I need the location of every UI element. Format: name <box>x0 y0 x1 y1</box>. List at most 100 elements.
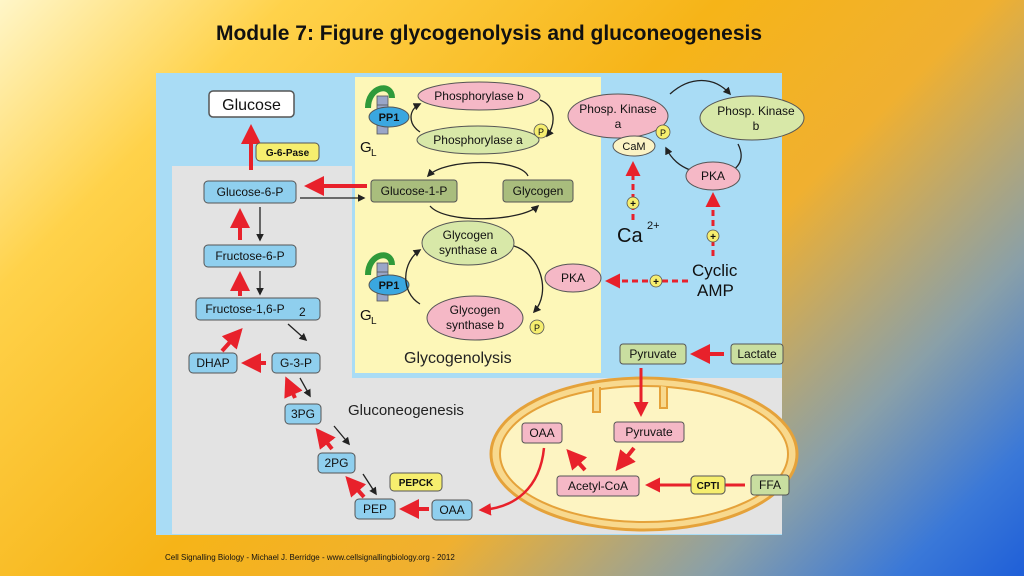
fructose-6-p-label: Fructose-6-P <box>215 249 284 263</box>
cyclic-amp-label-1: Cyclic <box>692 261 738 280</box>
pyruvate-cytosol-node: Pyruvate <box>619 343 687 365</box>
glycogen-node: Glycogen <box>502 179 574 203</box>
lactate-node: Lactate <box>730 343 784 365</box>
3pg-node: 3PG <box>284 403 322 425</box>
glucose-6-p-node: Glucose-6-P <box>203 180 297 204</box>
pp1-complex-bottom: PP1 G L <box>360 252 410 327</box>
svg-text:Glycogen: Glycogen <box>450 303 501 317</box>
phosphate-badge-glycogen-synthase-b: P <box>529 319 545 335</box>
svg-text:synthase b: synthase b <box>446 318 504 332</box>
2pg-node: 2PG <box>317 452 356 474</box>
pka-mid-node: PKA <box>544 263 602 293</box>
arrow-pka-phosphorylates-synthase <box>513 245 544 314</box>
glucose-1-p-node: Glucose-1-P <box>370 179 458 203</box>
glycogen-label: Glycogen <box>513 184 564 198</box>
mitochondrion-crista-left <box>592 387 601 413</box>
pepck-enzyme: PEPCK <box>389 472 443 492</box>
glucose-label: Glucose <box>222 97 281 114</box>
pp1-complex-top: PP1 G L <box>360 85 410 159</box>
phosphorylase-a-node: Phosphorylase a <box>416 125 540 155</box>
dhap-label: DHAP <box>196 356 229 370</box>
plus-badge-camp-top: + <box>706 229 720 243</box>
arrow-pp1-dephosphorylates-synthase <box>405 249 422 305</box>
oaa-cytosol-node: OAA <box>431 499 473 521</box>
pp1-top-label: PP1 <box>379 112 400 124</box>
arrow-pyruvate-to-acetyl-coa <box>615 446 636 472</box>
glucose-6-p-label: Glucose-6-P <box>217 185 284 199</box>
svg-text:PKA: PKA <box>561 271 585 285</box>
svg-text:P: P <box>534 323 540 333</box>
pep-label: PEP <box>363 502 387 516</box>
slide-title: Module 7: Figure glycogenolysis and gluc… <box>215 22 763 45</box>
plus-badge-ca: + <box>626 196 640 210</box>
svg-text:+: + <box>710 232 716 243</box>
g3p-label: G-3-P <box>280 356 312 370</box>
oaa-cytosol-label: OAA <box>439 503 464 517</box>
arrow-pka-to-kinase-a <box>665 146 691 171</box>
svg-text:OAA: OAA <box>529 426 554 440</box>
3pg-label: 3PG <box>291 407 315 421</box>
fructose-1-6-p2-label: Fructose-1,6-P <box>205 302 284 316</box>
calcium-superscript: 2+ <box>647 220 660 232</box>
pka-top-node: PKA <box>685 161 741 191</box>
svg-text:Phosp. Kinase: Phosp. Kinase <box>717 104 795 118</box>
svg-text:synthase a: synthase a <box>439 243 497 257</box>
mitochondrion-crista-right <box>659 386 668 409</box>
phosp-kinase-b-node: Phosp. Kinase b <box>699 95 805 141</box>
gl-bottom-label: G <box>360 307 372 324</box>
phosphorylase-a-label: Phosphorylase a <box>433 133 523 147</box>
arrow-glycogen-to-g1p <box>426 161 529 178</box>
fructose-1-6-p2-node: Fructose-1,6-P 2 <box>195 297 321 321</box>
svg-text:P: P <box>538 127 544 137</box>
glycogen-synthase-b-node: Glycogen synthase b <box>426 295 524 341</box>
fructose-1-6-p2-subscript: 2 <box>299 305 306 319</box>
phosphorylase-b-label: Phosphorylase b <box>434 89 524 103</box>
g6pase-enzyme: G-6-Pase <box>255 142 320 162</box>
arrow-acetyl-coa-to-oaa <box>566 449 588 472</box>
2pg-label: 2PG <box>324 456 348 470</box>
pepck-label: PEPCK <box>399 478 434 489</box>
oaa-mito-node: OAA <box>521 422 563 444</box>
svg-text:Phosp. Kinase: Phosp. Kinase <box>579 102 657 116</box>
svg-text:PKA: PKA <box>701 169 725 183</box>
svg-text:Pyruvate: Pyruvate <box>625 425 673 439</box>
plus-badge-camp-mid: + <box>649 274 663 288</box>
pyruvate-mito-node: Pyruvate <box>613 421 685 443</box>
arrow-2pg-to-3pg <box>315 427 336 451</box>
cpti-label: CPTI <box>697 481 720 492</box>
phosphorylase-b-node: Phosphorylase b <box>417 81 541 111</box>
pep-node: PEP <box>354 498 396 520</box>
arrow-3pg-to-g3p <box>284 376 303 399</box>
cpti-enzyme-overlay <box>690 475 726 495</box>
cam-label: CaM <box>622 141 645 153</box>
arrow-3pg-to-2pg <box>333 425 350 446</box>
g6pase-label: G-6-Pase <box>266 148 310 159</box>
svg-text:Pyruvate: Pyruvate <box>629 347 677 361</box>
arrow-pep-to-2pg <box>345 476 367 499</box>
svg-text:P: P <box>660 128 666 138</box>
phosphate-badge-phosphorylase-a: P <box>533 123 549 139</box>
arrow-phosph-kinase-activates-phosphorylase <box>539 99 554 138</box>
svg-text:Glycogen: Glycogen <box>443 228 494 242</box>
svg-text:+: + <box>630 199 636 210</box>
svg-text:FFA: FFA <box>759 478 781 492</box>
arrow-dhap-to-f16p <box>220 328 243 353</box>
arrow-pp1-dephosphorylates-phosphorylase <box>410 103 422 133</box>
svg-text:a: a <box>615 117 622 131</box>
g3p-node: G-3-P <box>271 352 321 374</box>
footer-credit: Cell Signalling Biology - Michael J. Ber… <box>165 553 455 562</box>
gl-top-label: G <box>360 139 372 156</box>
glucose-node: Glucose <box>208 90 295 118</box>
svg-text:+: + <box>653 277 659 288</box>
cam-node: CaM <box>612 135 656 157</box>
arrow-oaa-out-of-mito <box>478 447 546 516</box>
phosp-kinase-a-node: Phosp. Kinase a <box>567 93 669 139</box>
svg-text:Acetyl-CoA: Acetyl-CoA <box>568 479 628 493</box>
cyclic-amp-label-2: AMP <box>697 281 734 300</box>
gl-bottom-subscript: L <box>371 316 377 327</box>
arrow-g1p-to-glycogen <box>429 204 540 220</box>
glucose-1-p-label: Glucose-1-P <box>381 184 448 198</box>
calcium-label: Ca <box>617 225 643 247</box>
acetyl-coa-node: Acetyl-CoA <box>556 475 640 497</box>
